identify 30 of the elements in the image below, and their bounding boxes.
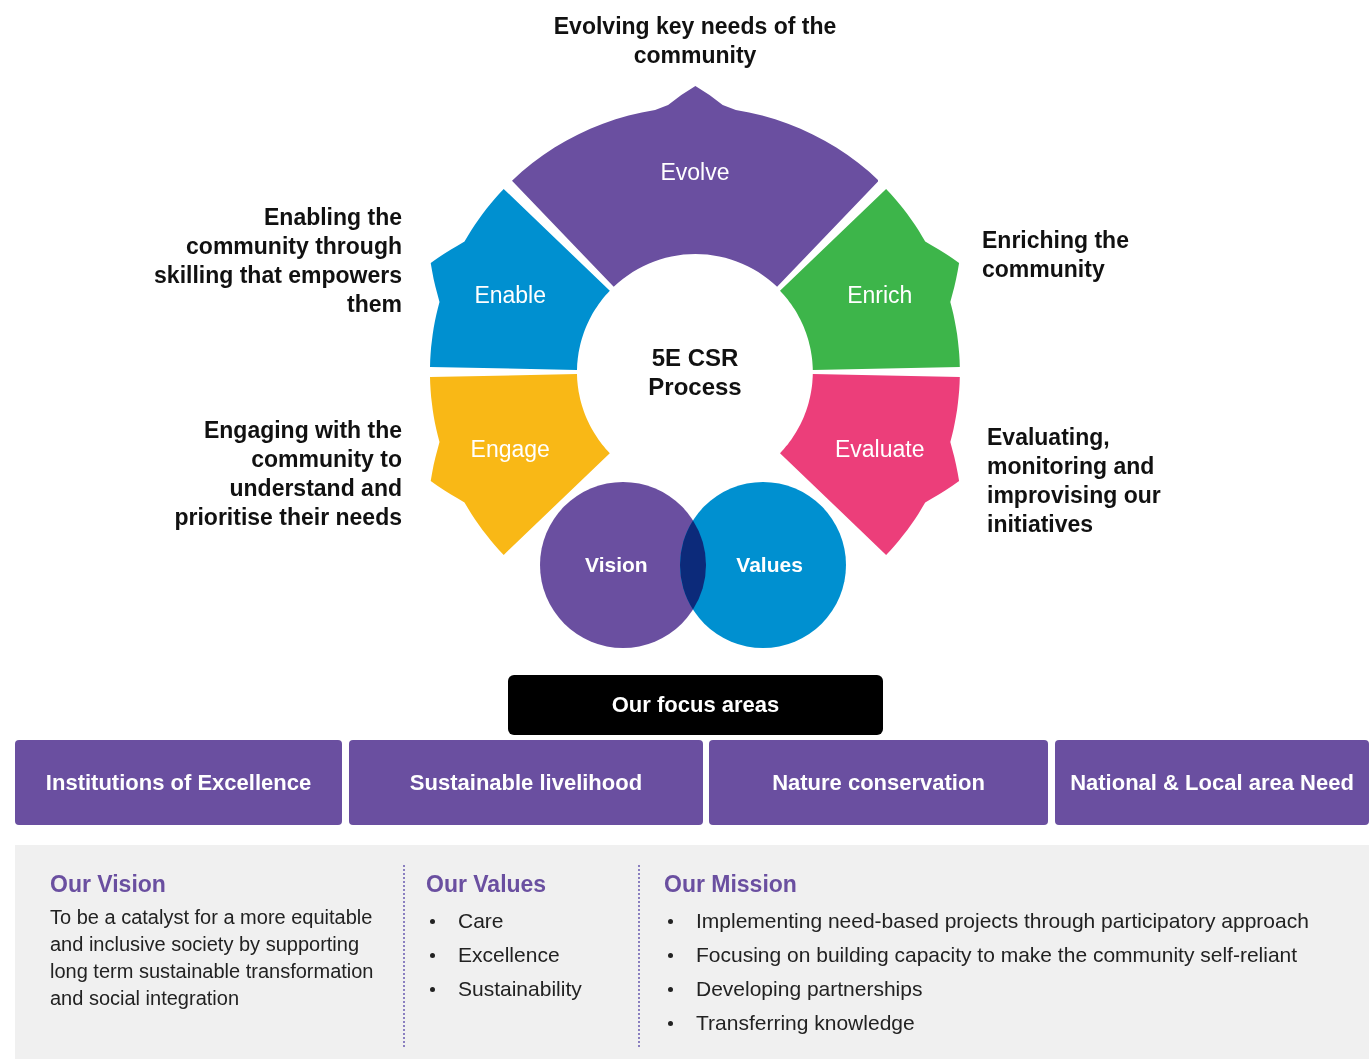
focus-area-box: Sustainable livelihood (349, 740, 703, 825)
bullet-item: Focusing on building capacity to make the community self-reliant (696, 943, 1298, 966)
segment-label: Engage (470, 435, 550, 463)
bullet-item: Implementing need-based projects through participatory approach (696, 909, 1309, 932)
segment-label: Enrich (847, 281, 913, 309)
focus-area-box: National & Local area Need (1055, 740, 1369, 825)
info-panel (15, 845, 1369, 1059)
segment-caption: Evolving key needs of the community (552, 12, 838, 70)
body-text: To be a catalyst for a more equitable and inclusive society by supporting long term sustainable transformation and social integration (50, 905, 375, 1011)
venn-label: Values (736, 553, 803, 577)
focus-area-box: Institutions of Excellence (15, 740, 342, 825)
segment-caption: Evaluating, monitoring and improvising our initiatives (987, 423, 1162, 539)
bullet-item: Sustainability (458, 977, 582, 1000)
section-heading: Our Vision (50, 871, 167, 898)
segment-label: Evaluate (835, 435, 925, 463)
segment-label: Enable (474, 281, 546, 309)
venn-label: Vision (585, 553, 648, 577)
segment-caption: Engaging with the community to understand and prioritise their needs (173, 416, 402, 532)
section-header: Our focus areas (508, 675, 883, 735)
bullet-item: Care (458, 909, 504, 932)
center-title: 5E CSR Process (647, 343, 743, 401)
bullet-item: Transferring knowledge (696, 1011, 915, 1034)
bullet-item: Developing partnerships (696, 977, 923, 1000)
section-heading: Our Mission (664, 871, 798, 898)
segment-caption: Enabling the community through skilling that empowers them (153, 203, 402, 319)
segment-label: Evolve (660, 158, 730, 186)
segment-caption: Enriching the community (982, 226, 1130, 284)
section-heading: Our Values (426, 871, 548, 898)
focus-area-box: Nature conservation (709, 740, 1048, 825)
bullet-item: Excellence (458, 943, 560, 966)
